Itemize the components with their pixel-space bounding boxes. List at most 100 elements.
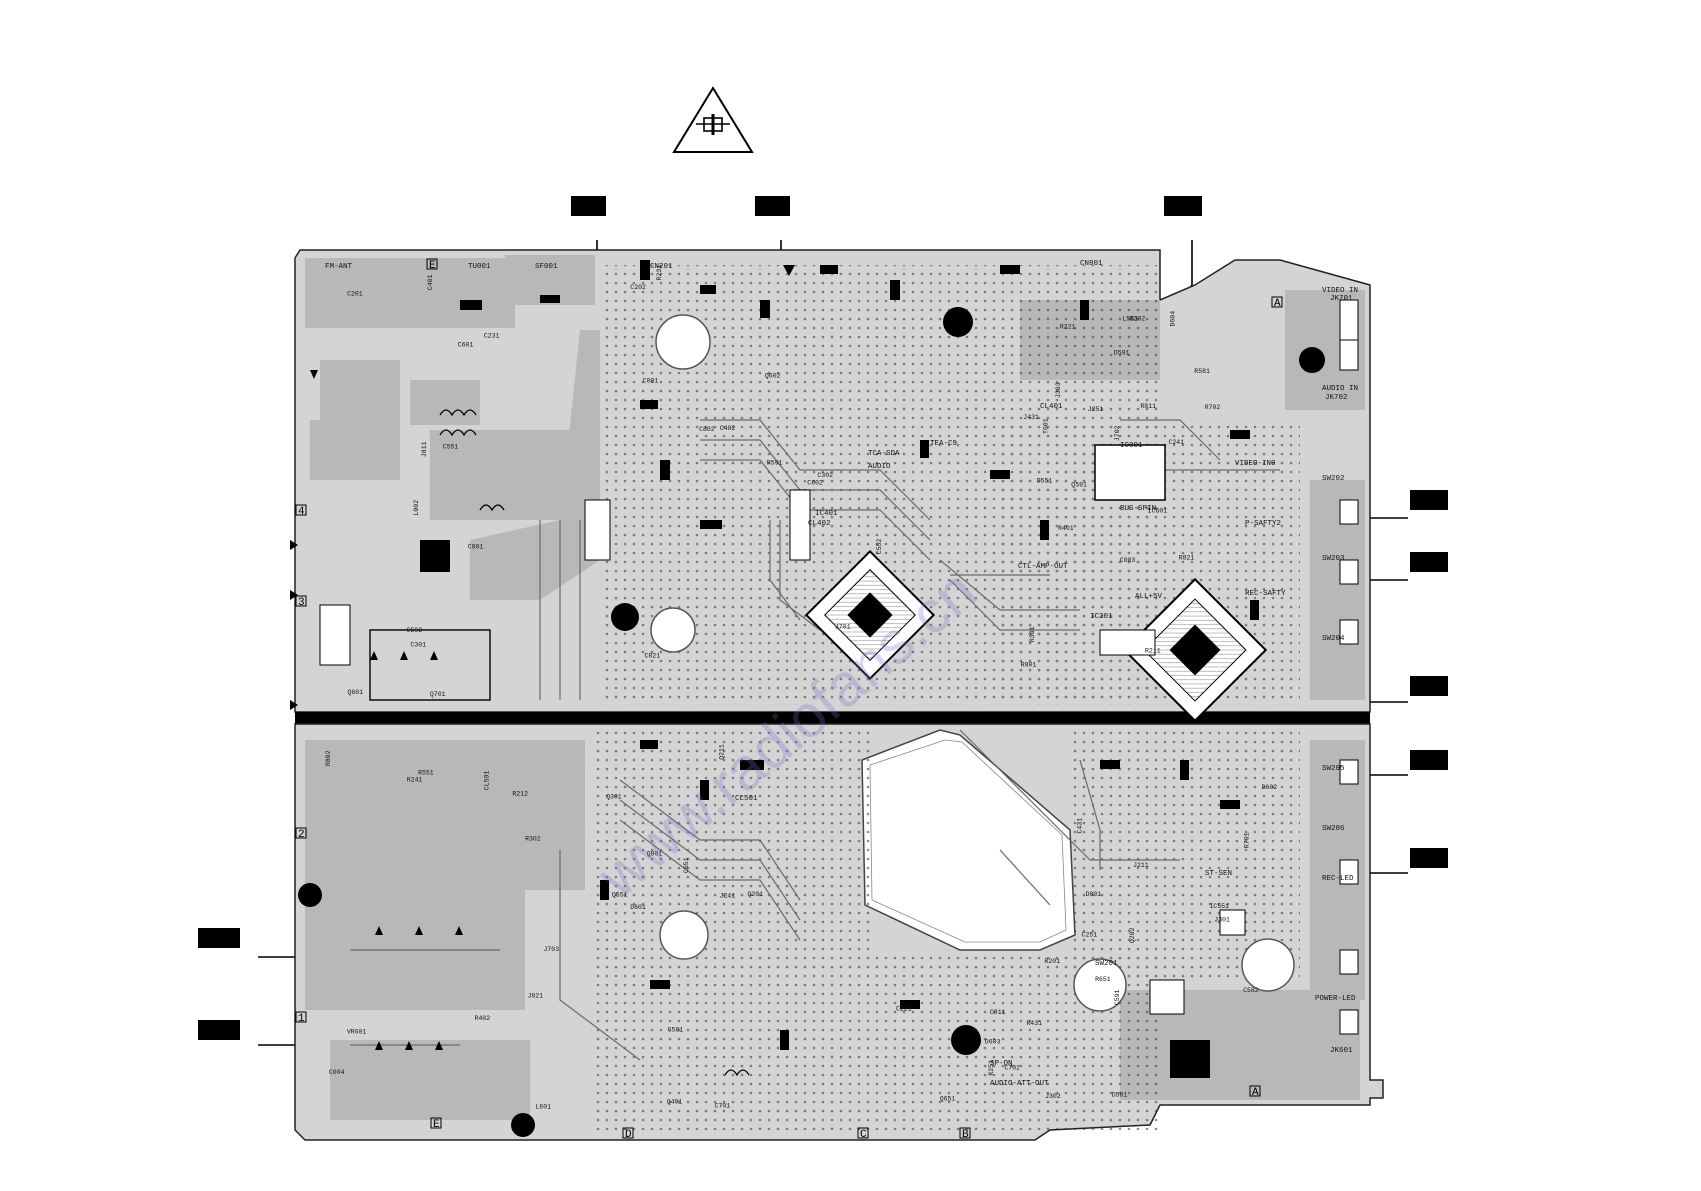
component-designator: C591 — [1114, 989, 1121, 1005]
component-designator: D591 — [1114, 350, 1130, 357]
component-designator: C551 — [443, 444, 459, 451]
component-designator: IC601 — [1148, 508, 1168, 515]
component-designator: Q801 — [647, 851, 663, 858]
net-label: IC201 — [1090, 613, 1113, 621]
component-designator: R221 — [1060, 324, 1076, 331]
mounting-holes — [298, 307, 1325, 1137]
component-designator: CL591 — [483, 770, 490, 790]
net-labels: FM-ANT TU001 SF001 CN201 CN801 JK701 VID… — [325, 260, 1358, 1088]
component-designators: L002C001C003C004Q201Q202R201R202C601C602… — [325, 265, 1277, 1111]
component-designator: C601 — [458, 341, 474, 348]
net-label: ALL+5V — [1135, 593, 1163, 601]
region-letter: B — [962, 1129, 969, 1141]
component-designator: C701 — [715, 1103, 731, 1110]
net-label: POWER-LED — [1315, 995, 1356, 1003]
component-designator: Q202 — [1129, 927, 1136, 943]
component-designator: R821 — [1179, 555, 1195, 562]
component-designator: C552 — [876, 538, 883, 554]
ic201-qfp — [1122, 577, 1268, 723]
component-designator: R591 — [767, 460, 783, 467]
component-designator: C602 — [807, 480, 823, 487]
ic-small — [369, 629, 491, 701]
component-designator: J431 — [1023, 414, 1039, 421]
component-designator: L601 — [535, 1104, 551, 1111]
net-label: CL401 — [1040, 403, 1063, 411]
component-designator: Q201 — [747, 891, 763, 898]
component-designator: C581 — [668, 1026, 684, 1033]
component-designator: C251 — [1082, 932, 1098, 939]
net-label: TEA-C9 — [930, 440, 957, 448]
net-label: CTL-AMP-OUT — [1018, 563, 1068, 571]
net-label: AUDIO IN — [1322, 385, 1358, 393]
component-designator: Q401 — [667, 1098, 683, 1105]
net-label: BUS-SPIN — [1120, 505, 1156, 513]
component-designator: Q211 — [719, 744, 726, 760]
component-designator: R551 — [418, 769, 434, 776]
net-label: TCA-SDA — [868, 450, 900, 458]
component-designator: R702 — [1205, 404, 1221, 411]
net-label: CN201 — [650, 263, 673, 271]
component-designator: L551 — [1122, 316, 1138, 323]
triangle-capacitor-icon — [672, 86, 754, 153]
component-designator: C301 — [410, 641, 426, 648]
component-designator: D551 — [1037, 478, 1053, 485]
component-designator: Q601 — [348, 689, 364, 696]
component-designator: R651 — [1095, 976, 1111, 983]
ic-small — [1219, 909, 1246, 936]
net-label: TU001 — [468, 263, 491, 271]
component-designator: C202 — [630, 284, 646, 291]
component-designator: Q602 — [765, 373, 781, 380]
component-designator: D581 — [1112, 1091, 1128, 1098]
net-label: JK701 — [1330, 295, 1353, 303]
ic-small — [789, 489, 811, 561]
ic-small — [1099, 629, 1156, 656]
component-designator: Q301 — [606, 794, 622, 801]
flow-arrows — [290, 265, 795, 1050]
net-label: SW202 — [1322, 475, 1345, 483]
component-designator: D602 — [1262, 784, 1278, 791]
mounting-hole — [611, 603, 639, 631]
mounting-hole — [1299, 347, 1325, 373]
component-designator: R201 — [1044, 958, 1060, 965]
component-designator: J303 — [1055, 382, 1062, 398]
component-designator: C592 — [407, 627, 423, 634]
component-designator: J811 — [421, 441, 428, 457]
component-designator: Q551 — [612, 892, 628, 899]
region-letter: C — [860, 1129, 867, 1141]
component-designator: C802 — [699, 426, 715, 433]
ic-small — [1170, 1040, 1210, 1078]
component-designator: D601 — [630, 904, 646, 911]
callout-tag — [1410, 848, 1448, 868]
region-letter: 2 — [298, 829, 305, 841]
ic401-qfp — [804, 549, 936, 681]
component-designator: C004 — [329, 1069, 345, 1076]
region-letter: 3 — [298, 597, 305, 609]
net-label: JK702 — [1325, 394, 1348, 402]
net-label: ST-SEN — [1205, 870, 1232, 878]
ic-small — [319, 604, 351, 666]
inductors — [439, 409, 750, 1077]
component-designator: Q591 — [1071, 481, 1087, 488]
net-label: CN801 — [1080, 260, 1103, 268]
net-label: REC-LED — [1322, 875, 1354, 883]
component-designator: R402 — [475, 1015, 491, 1022]
component-designator: J211 — [1133, 862, 1149, 869]
region-markers: E A A E D C B 4 3 2 1 — [295, 258, 1283, 1141]
region-letter: D — [625, 1129, 632, 1141]
net-label: AUDIO — [868, 463, 891, 471]
component-designator: R301 — [1029, 626, 1036, 642]
net-label: IC301 — [1120, 442, 1143, 450]
region-letter: 4 — [298, 506, 305, 518]
component-designator: J821 — [528, 993, 544, 1000]
net-label: VIDEO IN — [1322, 287, 1358, 295]
region-letter: E — [433, 1119, 440, 1131]
component-designator: C221 — [896, 1006, 912, 1013]
component-designator: VR601 — [347, 1029, 367, 1036]
component-designator: C003 — [1120, 557, 1136, 564]
callout-tag — [1410, 676, 1448, 696]
component-designator: R211 — [1145, 648, 1161, 655]
callout-tag — [198, 1020, 240, 1040]
component-designator: R581 — [1194, 368, 1210, 375]
component-designator: R811 — [1140, 403, 1156, 410]
component-designator: C582 — [1243, 987, 1259, 994]
